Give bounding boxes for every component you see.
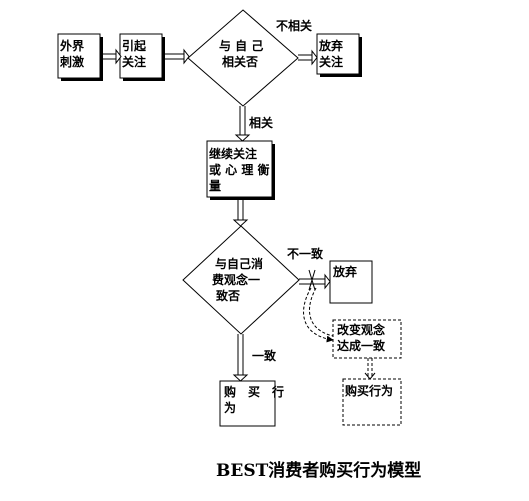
continue-attention-line-2: 或 心 理 衡	[209, 162, 270, 177]
relevance-decision-line-1: 与 自 己	[219, 38, 263, 53]
purchase-behavior-box-dashed: 购买行为	[342, 378, 402, 426]
continue-attention-line-3: 量	[209, 179, 221, 193]
consistency-decision-diamond: 与自己消 费观念一 致否	[182, 225, 300, 335]
external-stimulus-line-2: 刺激	[59, 54, 84, 69]
consistent-edge-label: 一致	[252, 348, 277, 363]
give-up-attention-line-2: 关注	[319, 54, 343, 69]
give-up-label: 放弃	[332, 264, 357, 279]
external-stimulus-box: 外界 刺激	[57, 33, 103, 81]
external-stimulus-line-1: 外界	[60, 38, 84, 53]
purchase-behavior-line-1: 购 买 行	[224, 384, 284, 399]
inconsistent-edge-label: 不一致	[287, 246, 324, 261]
arrow-attention-to-decision	[165, 48, 190, 65]
purchase-behavior-dashed-label: 购买行为	[345, 383, 393, 398]
give-up-attention-line-1: 放弃	[318, 38, 343, 53]
continue-attention-box: 继续关注 或 心 理 衡 量	[206, 140, 275, 200]
purchase-behavior-box: 购 买 行 为	[219, 380, 284, 427]
relevance-decision-diamond: 与 自 己 相关否	[187, 9, 299, 107]
change-view-line-1: 改变观念	[337, 322, 385, 337]
diagram-title: BEST消费者购买行为模型	[216, 460, 421, 481]
consistency-decision-line-3: 致否	[216, 288, 240, 303]
arrow-stimulus-to-attention	[103, 48, 122, 65]
arouse-attention-box: 引起 关注	[119, 33, 165, 81]
consistency-decision-line-2: 费观念一	[212, 272, 260, 287]
purchase-behavior-line-2: 为	[224, 400, 236, 415]
relevance-decision-line-2: 相关否	[222, 54, 258, 69]
arrow-consistency-to-give-up	[299, 269, 331, 291]
dashed-curve-to-change-view	[303, 287, 334, 343]
arrow-consistency-to-purchase	[232, 334, 249, 382]
consistency-decision-line-1: 与自己消	[215, 256, 263, 271]
give-up-box: 放弃	[329, 260, 373, 304]
arrow-continue-to-consistency	[232, 200, 249, 227]
dashed-arrow-change-to-purchase	[364, 358, 376, 380]
arrow-decision-to-give-up	[298, 49, 318, 66]
arouse-attention-line-1: 引起	[122, 38, 147, 53]
continue-attention-line-1: 继续关注	[209, 146, 257, 161]
give-up-attention-box: 放弃 关注	[316, 33, 362, 77]
arouse-attention-line-2: 关注	[122, 54, 146, 69]
change-view-line-2: 达成一致	[337, 338, 386, 353]
arrow-decision-to-continue	[234, 106, 251, 142]
irrelevant-edge-label: 不相关	[276, 18, 312, 33]
break-mark-2	[308, 269, 316, 291]
relevant-edge-label: 相关	[249, 115, 273, 130]
change-view-box: 改变观念 达成一致	[332, 319, 402, 359]
